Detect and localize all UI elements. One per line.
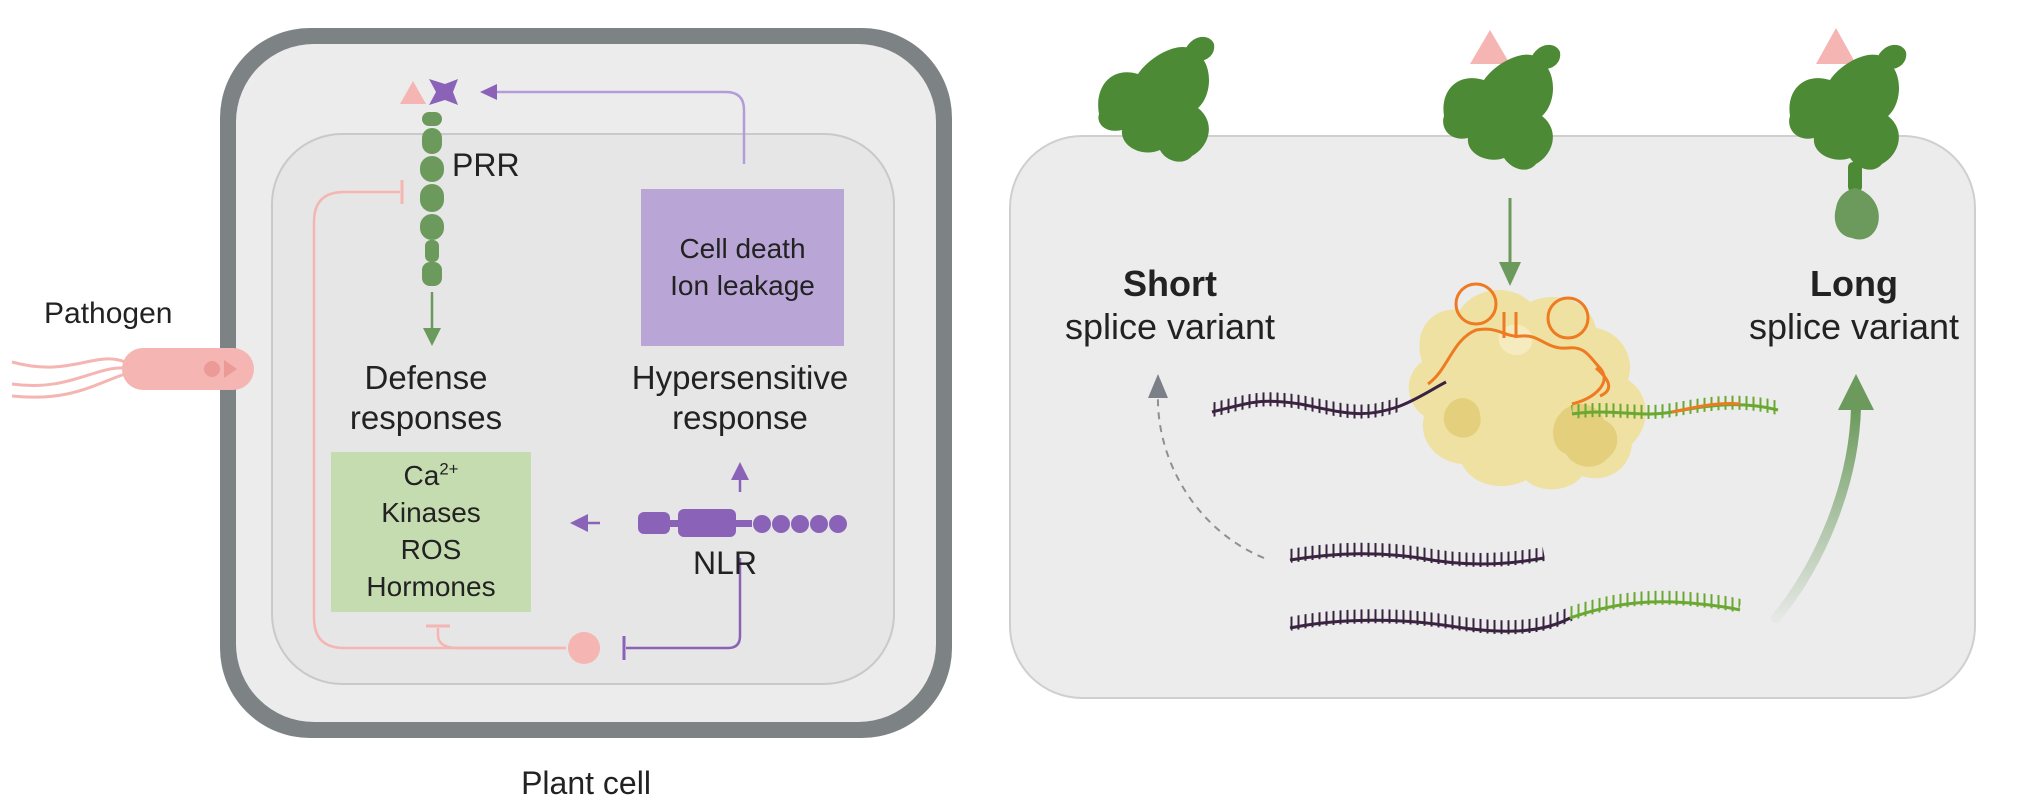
- pathogen: [11, 348, 254, 399]
- cell-death-line1: Cell death: [679, 233, 806, 265]
- hypersensitive-line1: Hypersensitive: [631, 359, 849, 396]
- pathogen-dot: [204, 361, 220, 377]
- plant-cell-label: Plant cell: [521, 765, 651, 801]
- cell-death-line2: Ion leakage: [670, 269, 815, 301]
- receptor-protein-3: [1789, 44, 1907, 240]
- hormones-label: Hormones: [366, 570, 496, 602]
- prr-down-arrow: [423, 292, 441, 346]
- spliceosome: [1408, 290, 1646, 490]
- hr-feedback-arrow: [480, 84, 746, 164]
- inhibition-line-purple: [622, 558, 742, 660]
- calcium-superscript: 2+: [439, 459, 459, 479]
- ros-label: ROS: [400, 534, 462, 565]
- nlr-receptor: [638, 509, 847, 537]
- mrna-short: [1288, 542, 1546, 567]
- short-variant-dashed-arrow: [1148, 374, 1265, 559]
- short-line2: splice variant: [1064, 306, 1276, 348]
- effector-star-icon: [429, 79, 458, 105]
- long-line1: Long: [1810, 263, 1898, 304]
- cell-death-box: [641, 189, 844, 346]
- pathogen-label: Pathogen: [44, 297, 173, 330]
- short-line1: Short: [1123, 263, 1217, 304]
- pink-signal-circle: [568, 632, 600, 664]
- long-line2: splice variant: [1748, 306, 1960, 348]
- nlr-label: NLR: [693, 545, 758, 581]
- receptor-protein-2: [1443, 44, 1561, 170]
- kinases-label: Kinases: [381, 497, 481, 529]
- signaling-box: [331, 452, 531, 612]
- nlr-left-arrow: [570, 514, 600, 532]
- snrna-orange: [1427, 282, 1611, 406]
- calcium-label: Ca2+: [404, 458, 459, 495]
- cell-death-box-text: Cell death Ion leakage: [641, 189, 844, 346]
- long-splice-variant-label: Long splice variant: [1749, 262, 1959, 348]
- calcium-base: Ca: [403, 460, 440, 492]
- inhibition-line-pink: [312, 180, 566, 650]
- defense-line1: Defense: [364, 359, 488, 396]
- defense-line2: responses: [349, 398, 503, 436]
- prr-label: PRR: [452, 147, 520, 183]
- nlr-up-arrow: [731, 462, 749, 492]
- short-splice-variant-label: Short splice variant: [1065, 262, 1275, 348]
- pathogen-arrow-mark: [224, 360, 237, 378]
- receptor-protein-1: [1098, 36, 1215, 162]
- signaling-box-text: Ca2+ Kinases ROS Hormones: [331, 452, 531, 612]
- ligand-triangle-icon-2: [1470, 30, 1510, 64]
- mrna-long: [1288, 590, 1742, 635]
- pre-mrna: [1210, 380, 1780, 419]
- hypersensitive-line2: response: [672, 398, 808, 436]
- pathogen-body: [122, 348, 254, 390]
- receptor-down-arrow: [1499, 198, 1521, 286]
- prr-receptor: [420, 112, 444, 286]
- hypersensitive-response-label: Hypersensitive response: [632, 358, 848, 437]
- pathogen-flagella: [11, 357, 126, 399]
- ligand-triangle-icon-3: [1816, 28, 1856, 64]
- effector-triangle-icon: [400, 81, 426, 104]
- long-variant-arrow: [1771, 374, 1874, 623]
- defense-responses-label: Defense responses: [350, 358, 502, 437]
